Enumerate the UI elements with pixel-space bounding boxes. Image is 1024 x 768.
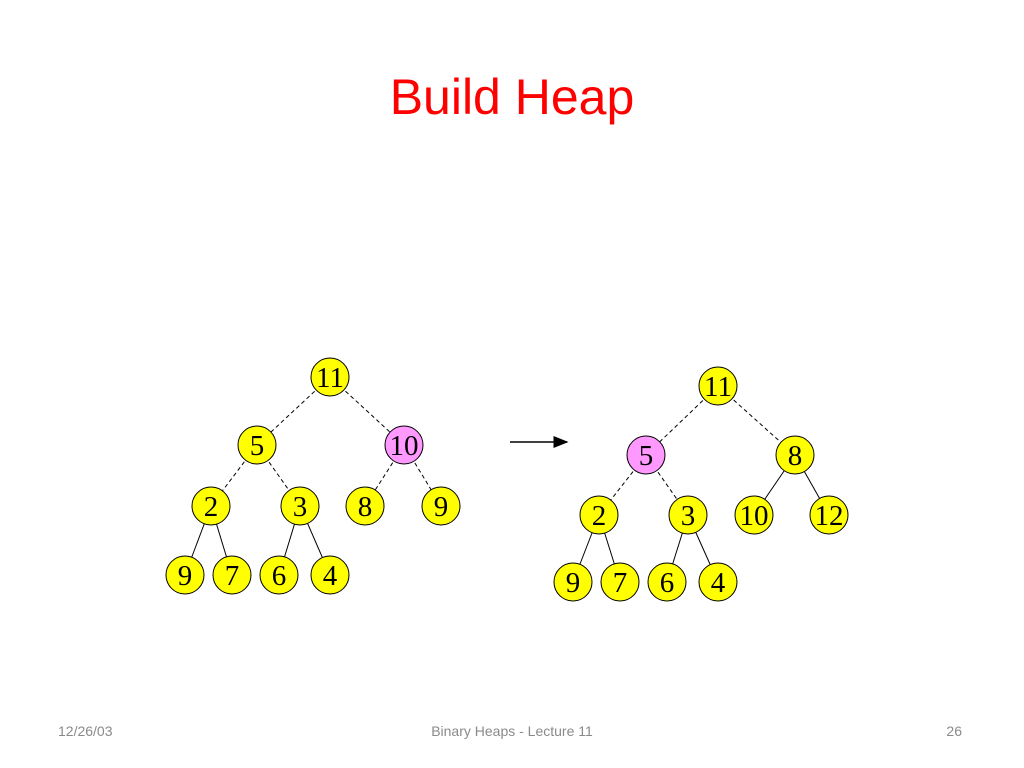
- node-label: 11: [704, 371, 732, 403]
- node-label: 2: [204, 491, 219, 523]
- node-circle: [734, 495, 774, 535]
- node-circle: [345, 486, 385, 526]
- node-label: 8: [358, 491, 373, 523]
- node-label: 9: [434, 491, 449, 523]
- node-circle: [775, 435, 815, 475]
- before-heap-node: 11: [310, 357, 350, 397]
- node-label: 10: [740, 500, 769, 532]
- node-circle: [809, 495, 849, 535]
- node-label: 12: [815, 500, 844, 532]
- node-label: 2: [592, 500, 607, 532]
- before-heap-node: 9: [421, 486, 461, 526]
- node-label: 11: [316, 362, 344, 394]
- node-circle: [165, 555, 205, 595]
- after-heap-node: 2: [579, 495, 619, 535]
- node-label: 8: [788, 440, 803, 472]
- node-circle: [600, 562, 640, 602]
- node-circle: [310, 555, 350, 595]
- node-circle: [579, 495, 619, 535]
- node-circle: [212, 555, 252, 595]
- after-heap-node: 8: [775, 435, 815, 475]
- after-heap-node: 12: [809, 495, 849, 535]
- before-heap-node: 7: [212, 555, 252, 595]
- after-heap-node: 9: [553, 562, 593, 602]
- node-label: 4: [323, 560, 338, 592]
- node-label: 5: [639, 440, 654, 472]
- node-label: 7: [225, 560, 240, 592]
- before-edge: [256, 444, 301, 507]
- after-heap-node: 7: [600, 562, 640, 602]
- before-heap-node: 5: [237, 425, 277, 465]
- node-label: 4: [711, 567, 726, 599]
- node-label: 5: [250, 430, 265, 462]
- node-label: 3: [681, 500, 696, 532]
- after-heap-node: 6: [647, 562, 687, 602]
- node-circle: [421, 486, 461, 526]
- node-label: 7: [613, 567, 628, 599]
- node-circle: [310, 357, 350, 397]
- footer-date: 12/26/03: [58, 723, 113, 739]
- after-heap-node: 5: [626, 435, 666, 475]
- node-circle: [553, 562, 593, 602]
- node-label: 9: [178, 560, 193, 592]
- node-circle: [191, 486, 231, 526]
- node-label: 6: [272, 560, 287, 592]
- before-heap-node: 6: [259, 555, 299, 595]
- node-label: 10: [390, 430, 419, 462]
- node-circle: [647, 562, 687, 602]
- before-heap-node: 2: [191, 486, 231, 526]
- footer-page-number: 26: [946, 723, 962, 739]
- after-heap-node: 11: [698, 366, 738, 406]
- before-edge: [364, 444, 405, 507]
- footer-lecture-title: Binary Heaps - Lecture 11: [431, 723, 593, 739]
- slide-title: Build Heap: [389, 69, 635, 125]
- node-circle: [698, 366, 738, 406]
- before-heap-node: 3: [280, 486, 320, 526]
- after-heap-node: 3: [668, 495, 708, 535]
- node-circle: [280, 486, 320, 526]
- after-heap-node: 10: [734, 495, 774, 535]
- edges-layer: [184, 376, 830, 583]
- node-label: 9: [566, 567, 581, 599]
- after-heap-node: 4: [698, 562, 738, 602]
- node-circle: [259, 555, 299, 595]
- before-heap-node: 10: [384, 425, 424, 465]
- before-heap-node: 8: [345, 486, 385, 526]
- node-label: 6: [660, 567, 675, 599]
- before-heap-node: 9: [165, 555, 205, 595]
- after-edge: [645, 454, 689, 516]
- node-circle: [668, 495, 708, 535]
- node-circle: [626, 435, 666, 475]
- node-circle: [698, 562, 738, 602]
- before-heap-node: 4: [310, 555, 350, 595]
- node-circle: [237, 425, 277, 465]
- node-label: 3: [293, 491, 308, 523]
- node-circle: [384, 425, 424, 465]
